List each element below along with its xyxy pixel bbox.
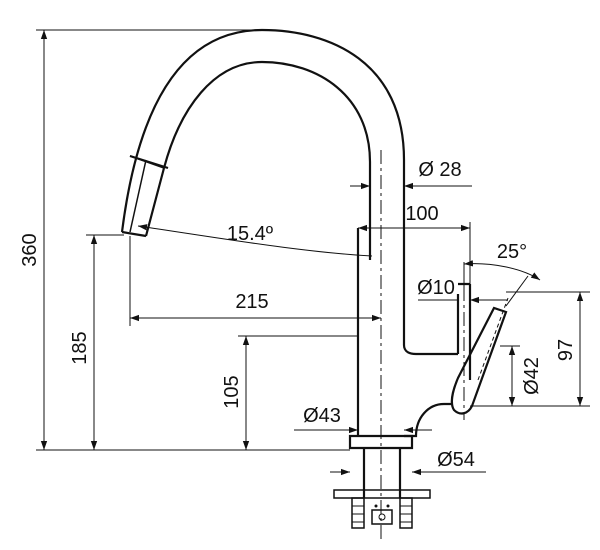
base-flange xyxy=(348,434,414,450)
spout-inner-contour xyxy=(162,60,372,228)
offset-label: 100 xyxy=(405,203,438,225)
height-spout-label: 185 xyxy=(69,331,91,364)
faucet-body xyxy=(356,338,458,438)
handle-angle-label: 25° xyxy=(497,241,527,263)
dim-spout-angle: 15.4º xyxy=(137,223,373,257)
dim-diameter-handle: Ø10 xyxy=(417,277,508,304)
mounting-plate xyxy=(333,489,431,499)
diameter-lever-label: Ø42 xyxy=(521,357,543,395)
dim-lever-height: 97 xyxy=(470,291,590,407)
height-total-label: 360 xyxy=(19,233,41,266)
lever-hidden-line xyxy=(477,297,509,381)
faucet-outline xyxy=(120,28,509,529)
diameter-base-label: Ø54 xyxy=(437,449,475,471)
pipe-left-edge xyxy=(356,228,372,338)
diameter-spout-label: Ø 28 xyxy=(418,159,461,181)
height-body-label: 105 xyxy=(221,375,243,408)
lever xyxy=(450,306,508,415)
dim-offset: 100 xyxy=(358,203,471,284)
mounting-studs xyxy=(351,497,413,529)
dim-reach: 215 xyxy=(129,236,381,326)
diameter-body-label: Ø43 xyxy=(303,405,341,427)
dim-diameter-spout: Ø 28 xyxy=(350,159,472,190)
spray-head xyxy=(121,154,169,238)
spray-head-seam xyxy=(129,159,147,233)
dim-diameter-lever: Ø42 xyxy=(500,345,543,406)
dim-diameter-base: Ø54 xyxy=(330,449,486,476)
reach-label: 215 xyxy=(235,291,268,313)
dim-height-total: 360 xyxy=(19,29,350,451)
dim-height-spout: 185 xyxy=(69,234,124,450)
dim-diameter-body: Ø43 xyxy=(294,405,432,434)
dim-height-body: 105 xyxy=(221,335,358,450)
diameter-handle-label: Ø10 xyxy=(417,277,455,299)
spray-head-ring xyxy=(129,155,165,169)
dim-handle-angle: 25° xyxy=(463,241,541,307)
lever-height-label: 97 xyxy=(555,339,577,361)
spout-angle-label: 15.4º xyxy=(227,223,274,245)
